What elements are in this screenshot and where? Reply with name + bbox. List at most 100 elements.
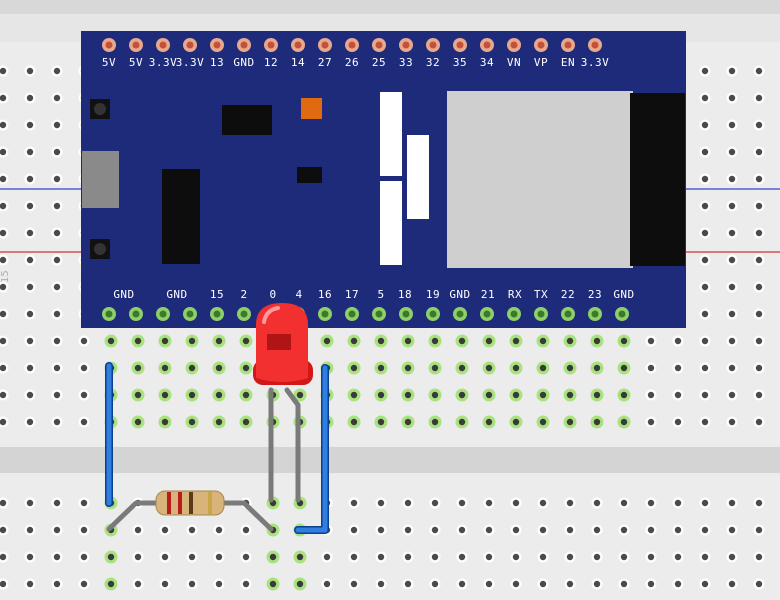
breadboard-hole (755, 499, 763, 507)
breadboard-hole (0, 580, 7, 588)
breadboard-hole (0, 67, 7, 75)
breadboard-hole (53, 310, 61, 318)
pin-hole (321, 41, 329, 49)
pin-hole (105, 41, 113, 49)
breadboard-hole (53, 580, 61, 588)
breadboard-hole (728, 256, 736, 264)
pin-label: 14 (291, 56, 305, 69)
breadboard-hole (0, 202, 7, 210)
breadboard-hole (26, 175, 34, 183)
breadboard-hole (188, 553, 196, 561)
breadboard-hole (0, 283, 7, 291)
breadboard-hole (26, 580, 34, 588)
breadboard-hole (458, 499, 466, 507)
breadboard-hole (593, 553, 601, 561)
wire-gpio[interactable] (295, 365, 328, 533)
breadboard-hole (701, 148, 709, 156)
breadboard-hole-center (512, 391, 520, 399)
breadboard-hole (647, 580, 655, 588)
breadboard-hole (674, 499, 682, 507)
breadboard-hole (701, 553, 709, 561)
breadboard-hole (161, 580, 169, 588)
breadboard-hole (647, 553, 655, 561)
breadboard-hole (728, 499, 736, 507)
breadboard-hole (755, 148, 763, 156)
breadboard-hole (26, 418, 34, 426)
breadboard-hole-center (296, 580, 304, 588)
pin-label: TX (534, 288, 548, 301)
breadboard-hole (26, 202, 34, 210)
pin-hole (240, 41, 248, 49)
breadboard-hole (26, 364, 34, 372)
breadboard-hole-center (566, 391, 574, 399)
breadboard-hole (701, 283, 709, 291)
breadboard-hole (53, 553, 61, 561)
pin-hole (510, 41, 518, 49)
breadboard-hole (728, 580, 736, 588)
reset-button-cap (94, 243, 106, 255)
breadboard-hole (458, 526, 466, 534)
breadboard-hole (620, 580, 628, 588)
breadboard-hole (242, 526, 250, 534)
antenna-area (630, 93, 685, 266)
breadboard-hole (431, 553, 439, 561)
breadboard-hole (0, 148, 7, 156)
breadboard-hole (701, 499, 709, 507)
breadboard-hole (755, 256, 763, 264)
breadboard-hole-center (620, 418, 628, 426)
pin-hole (159, 41, 167, 49)
breadboard-hole (0, 94, 7, 102)
pin-hole (429, 310, 437, 318)
pin-hole (213, 310, 221, 318)
breadboard-hole (701, 310, 709, 318)
breadboard-hole (728, 553, 736, 561)
breadboard-hole (539, 580, 547, 588)
pin-label: 5V (102, 56, 116, 69)
breadboard-hole-center (107, 580, 115, 588)
breadboard-hole (728, 148, 736, 156)
breadboard-hole (26, 67, 34, 75)
pin-label: 2 (240, 288, 247, 301)
breadboard-hole-center (269, 580, 277, 588)
breadboard-hole (755, 94, 763, 102)
breadboard-hole-center (377, 418, 385, 426)
breadboard-hole (674, 391, 682, 399)
breadboard-hole-center (512, 418, 520, 426)
breadboard-hole (755, 202, 763, 210)
pin-label: 5 (377, 288, 384, 301)
breadboard-hole (53, 499, 61, 507)
pin-label: 13 (210, 56, 224, 69)
breadboard-hole-center (188, 391, 196, 399)
resistor-band-2 (178, 492, 182, 514)
breadboard-hole (755, 283, 763, 291)
usb-serial-chip (162, 169, 200, 264)
pin-hole (186, 41, 194, 49)
breadboard-hole (512, 553, 520, 561)
pin-hole (375, 310, 383, 318)
breadboard-hole (458, 553, 466, 561)
breadboard-hole (53, 175, 61, 183)
breadboard-hole (620, 499, 628, 507)
pin-label: GND (449, 288, 470, 301)
breadboard-hole (728, 526, 736, 534)
resistor-leg-left (106, 500, 163, 532)
breadboard-hole (728, 283, 736, 291)
resistor-leg-right (217, 500, 274, 532)
breadboard-hole-center (593, 391, 601, 399)
breadboard-hole (728, 310, 736, 318)
breadboard-hole-center (539, 418, 547, 426)
breadboard-hole (593, 526, 601, 534)
pin-hole (348, 310, 356, 318)
led[interactable] (253, 303, 313, 385)
pin-label: 32 (426, 56, 440, 69)
breadboard-hole-center (485, 391, 493, 399)
breadboard-hole (701, 202, 709, 210)
breadboard-hole-center (107, 553, 115, 561)
pin-hole (240, 310, 248, 318)
breadboard-hole (728, 364, 736, 372)
resistor[interactable] (155, 490, 225, 516)
breadboard-hole (701, 229, 709, 237)
